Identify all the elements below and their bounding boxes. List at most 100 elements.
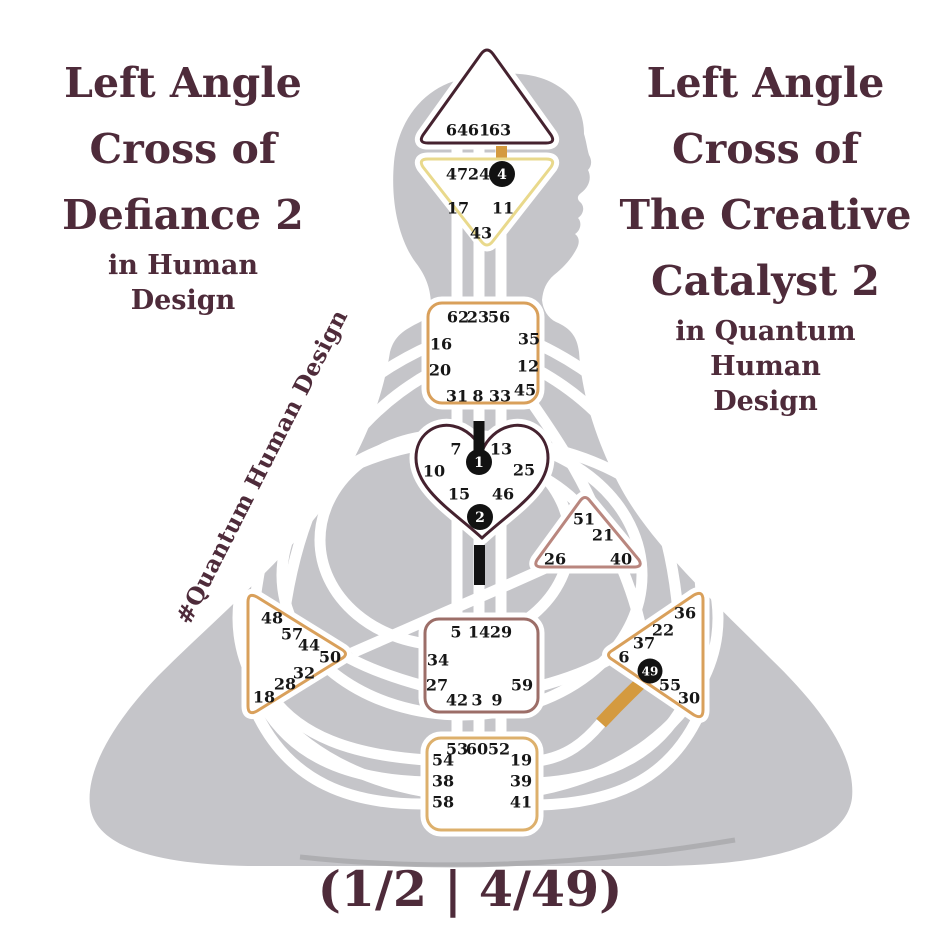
gate-50: 50 — [319, 648, 341, 667]
activated-gate-4: 4 — [497, 167, 507, 183]
root-shape — [425, 736, 539, 832]
gate-63: 63 — [489, 121, 511, 140]
gate-26: 26 — [544, 550, 566, 569]
right-subtitle-line: in Quantum — [675, 316, 856, 347]
channel-42-53 — [451, 705, 463, 745]
left-title-block: Left Angle Cross of Defiance 2 in Human … — [18, 50, 348, 318]
left-subtitle-line: in Human — [107, 250, 259, 281]
activated-gate-1-circle — [466, 449, 492, 475]
right-subtitle-line: Design — [713, 386, 818, 417]
gate-16: 16 — [430, 335, 452, 354]
channel-35-36 — [535, 339, 707, 593]
gate-57: 57 — [281, 625, 303, 644]
gate-56: 56 — [488, 308, 510, 327]
gate-37: 37 — [633, 634, 655, 653]
head-center — [414, 43, 560, 150]
gate-32: 32 — [293, 664, 315, 683]
gate-43: 43 — [470, 224, 492, 243]
gold-bar-63-4 — [496, 146, 507, 158]
sacral-shape — [423, 617, 540, 714]
gate-13: 13 — [490, 440, 512, 459]
gate-52: 52 — [488, 740, 510, 759]
channel-20-57 — [278, 367, 435, 617]
gate-23: 23 — [467, 308, 489, 327]
activated-gate-2-circle — [467, 504, 493, 530]
gate-48: 48 — [261, 609, 283, 628]
throat-center — [421, 296, 545, 410]
profile-label: (1/2 | 4/49) — [317, 860, 623, 918]
gate-19: 19 — [510, 751, 532, 770]
gate-53: 53 — [446, 740, 468, 759]
gate-31: 31 — [446, 387, 468, 406]
gate-42: 42 — [446, 691, 468, 710]
channel-17-62 — [451, 195, 463, 307]
left-title-line: Defiance 2 — [62, 191, 304, 239]
gate-55: 55 — [659, 676, 681, 695]
gate-36: 36 — [674, 604, 696, 623]
gate-15: 15 — [448, 485, 470, 504]
activated-gate-1: 1 — [474, 455, 484, 471]
gate-20: 20 — [429, 361, 451, 380]
gate-27: 27 — [426, 676, 448, 695]
channel-54-32 — [267, 693, 428, 766]
right-title-line: The Creative — [619, 191, 912, 239]
activated-gate-49: 49 — [642, 665, 659, 679]
gate-5: 5 — [450, 623, 461, 642]
ajna-center — [414, 152, 560, 252]
body-bottom-shadow — [299, 837, 736, 868]
channel-43-23 — [473, 195, 485, 307]
centers — [241, 43, 710, 837]
gate-22: 22 — [652, 621, 674, 640]
gate-44: 44 — [298, 636, 320, 655]
gate-61: 61 — [468, 121, 490, 140]
gate-62: 62 — [447, 308, 469, 327]
right-subtitle-line: Human — [710, 351, 821, 382]
gate-38: 38 — [432, 772, 454, 791]
gate-21: 21 — [592, 526, 614, 545]
will-shape — [534, 496, 642, 569]
gate-35: 35 — [518, 330, 540, 349]
channel-38-28 — [259, 703, 428, 788]
channel-15-5 — [451, 505, 463, 625]
gate-33: 33 — [489, 387, 511, 406]
gate-41: 41 — [510, 793, 532, 812]
gate-11: 11 — [492, 199, 514, 218]
channel-46-29 — [495, 505, 507, 625]
spleen-shape — [246, 593, 347, 715]
root-center — [420, 731, 544, 837]
activated-gate-49-circle — [637, 658, 663, 684]
channel-3-60 — [473, 705, 485, 745]
channel-11-56 — [495, 195, 507, 307]
activated-gate-4-circle — [489, 161, 515, 187]
gate-54: 54 — [432, 751, 454, 770]
gate-34: 34 — [427, 651, 449, 670]
channel-41-30 — [537, 712, 704, 811]
right-title-line: Cross of — [671, 125, 859, 173]
gate-14: 14 — [468, 623, 490, 642]
gate-8: 8 — [472, 387, 483, 406]
gate-39: 39 — [510, 772, 532, 791]
gate-25: 25 — [513, 461, 535, 480]
sacral-center — [418, 612, 545, 719]
gate-64: 64 — [446, 121, 468, 140]
left-title-line: Left Angle — [64, 59, 302, 107]
gate-47: 47 — [446, 165, 468, 184]
channel-12-22 — [535, 365, 684, 613]
gate-28: 28 — [274, 675, 296, 694]
right-title-line: Left Angle — [646, 59, 885, 107]
gate-60: 60 — [466, 740, 488, 759]
gate-12: 12 — [517, 357, 539, 376]
spleen-center — [241, 588, 352, 720]
gate-58: 58 — [432, 793, 454, 812]
gate-6: 6 — [618, 648, 629, 667]
activation-bars — [473, 146, 507, 585]
right-title-block: Left Angle Cross of The Creative Catalys… — [598, 50, 933, 419]
channel-58-18 — [252, 711, 428, 810]
gate-59: 59 — [511, 676, 533, 695]
activated-gate-2: 2 — [475, 510, 485, 526]
gate-29: 29 — [490, 623, 512, 642]
